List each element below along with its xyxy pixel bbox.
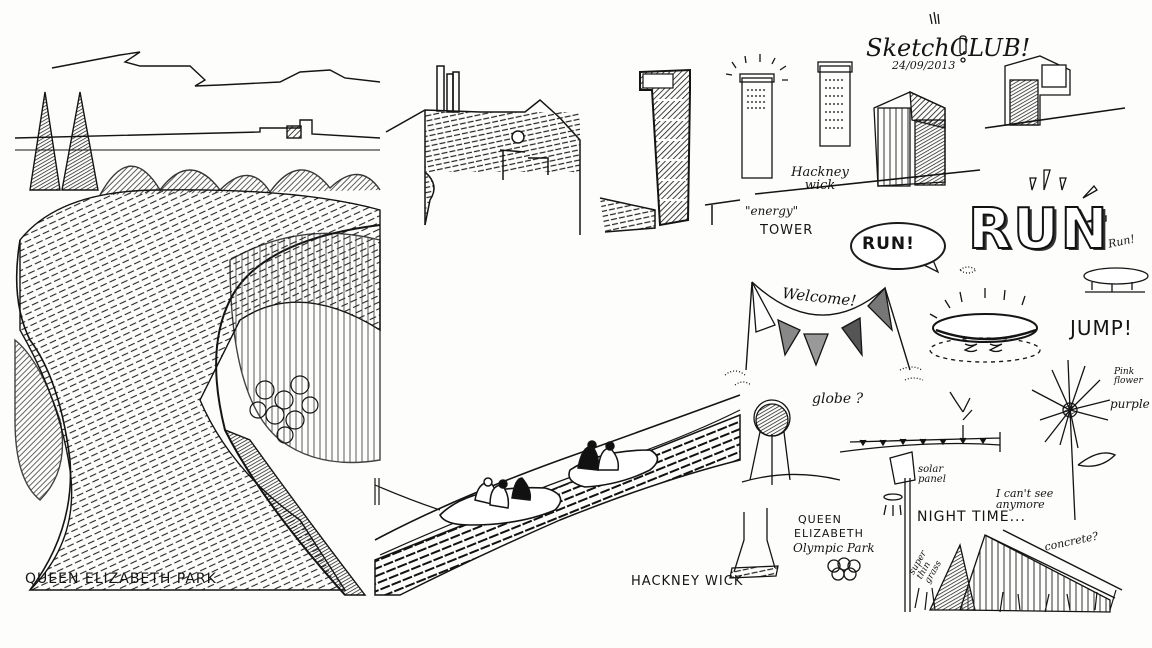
run-bubble-text: RUN!: [862, 234, 915, 254]
note-cant-see: I can't see anymore: [996, 487, 1054, 511]
hackney-wick-sketch: [374, 65, 741, 596]
caption-queen-elizabeth-park: QUEEN ELIZABETH PARK: [25, 571, 217, 587]
note-jump: JUMP!: [1070, 316, 1133, 340]
note-purple: purple: [1110, 397, 1150, 411]
sketchclub-date: 24/09/2013: [892, 59, 956, 72]
queen-elizabeth-park-sketch: [14, 51, 381, 596]
sketch-club-notes: [724, 11, 1149, 613]
note-energy-quote: "energy": [745, 204, 799, 218]
caption-hackney-wick: HACKNEY WICK: [631, 574, 744, 589]
note-energy-tower: TOWER: [760, 223, 814, 238]
note-qe-line2: ELIZABETH: [794, 527, 864, 540]
speech-bubble: [850, 222, 946, 270]
note-solar-panel: solar panel: [918, 464, 946, 485]
sketchclub-title: SketchCLUB!: [866, 34, 1031, 62]
note-globe: globe ?: [812, 391, 864, 407]
note-qe-line3: Olympic Park: [793, 541, 875, 555]
note-night-time: NIGHT TIME...: [917, 509, 1026, 525]
note-hackney-wick: Hackney wick: [791, 165, 849, 193]
note-qe-line1: QUEEN: [798, 513, 842, 526]
note-pink-flower: Pink flower: [1114, 367, 1143, 386]
run-big-letters: RUN: [967, 197, 1110, 262]
